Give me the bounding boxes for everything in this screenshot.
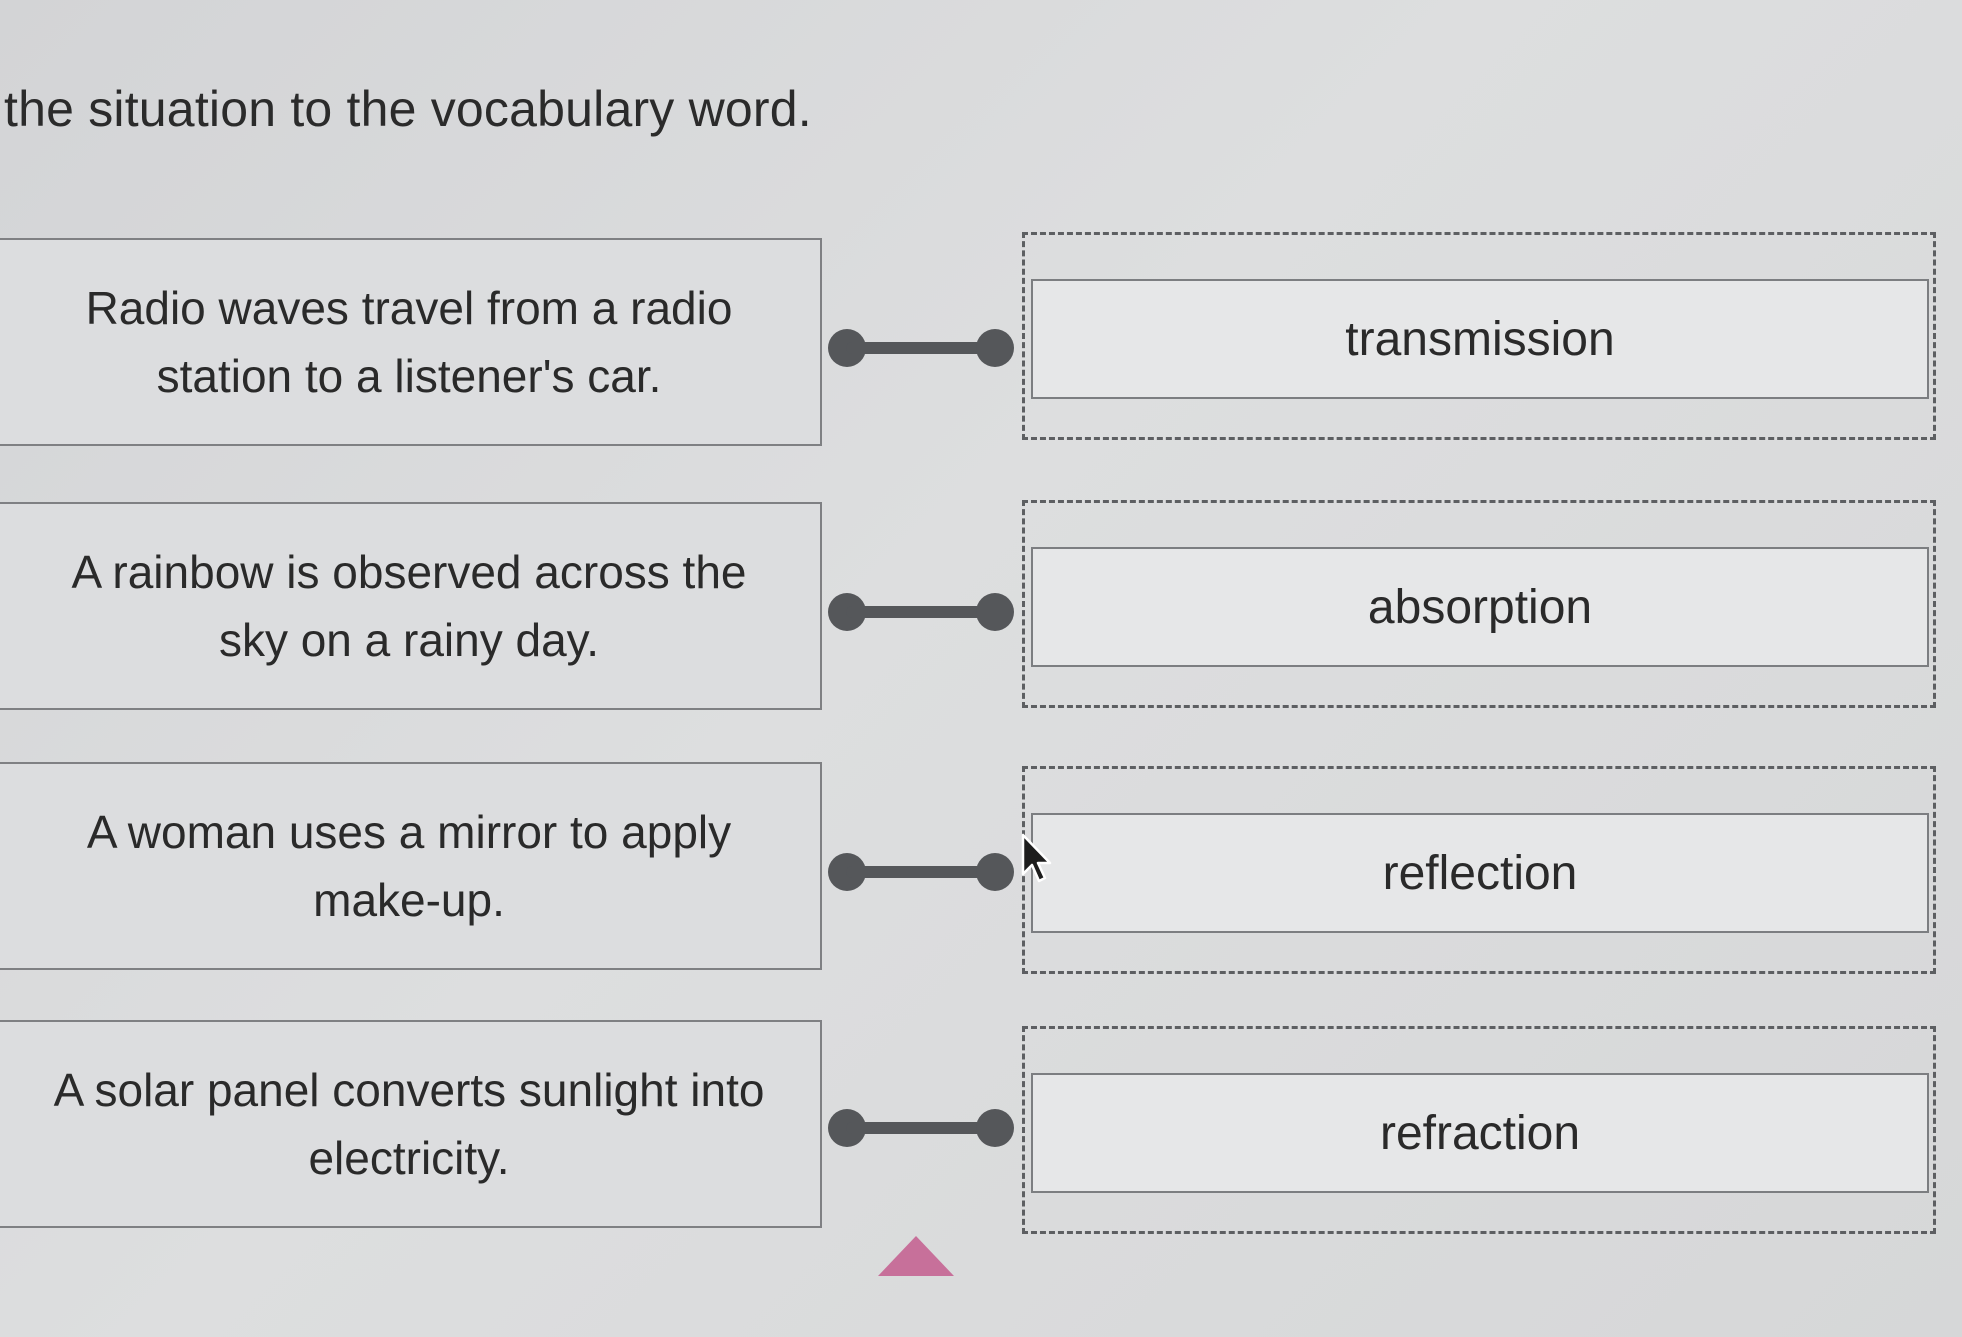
situation-4-line-2: electricity. — [308, 1132, 510, 1184]
instructions-text: the situation to the vocabulary word. — [4, 81, 812, 137]
word-tile-refraction[interactable]: refraction — [1031, 1073, 1929, 1193]
connector-3[interactable] — [828, 852, 1014, 892]
connector-4-right-handle[interactable] — [976, 1109, 1014, 1147]
situation-3-line-1: A woman uses a mirror to apply — [86, 806, 732, 858]
connector-4[interactable] — [828, 1108, 1014, 1148]
mouse-pointer-icon — [1021, 833, 1052, 883]
word-tile-reflection[interactable]: reflection — [1031, 813, 1929, 933]
situation-3-line-2: make-up. — [313, 874, 505, 926]
drop-zone-2[interactable]: absorption — [1022, 500, 1936, 708]
drop-zone-4[interactable]: refraction — [1022, 1026, 1936, 1234]
situation-card-3: A woman uses a mirror to apply make-up. — [0, 762, 822, 970]
connector-4-line — [846, 1122, 996, 1134]
situation-card-2: A rainbow is observed across the sky on … — [0, 502, 822, 710]
situation-2-line-1: A rainbow is observed across the — [71, 546, 747, 598]
word-tile-transmission[interactable]: transmission — [1031, 279, 1929, 399]
situation-2-line-2: sky on a rainy day. — [218, 614, 600, 666]
connector-3-line — [846, 866, 996, 878]
connector-1[interactable] — [828, 328, 1014, 368]
situation-1-line-1: Radio waves travel from a radio — [85, 282, 733, 334]
word-tile-absorption[interactable]: absorption — [1031, 547, 1929, 667]
situation-4-line-1: A solar panel converts sunlight into — [53, 1064, 765, 1116]
situation-card-1: Radio waves travel from a radio station … — [0, 238, 822, 446]
drop-zone-3[interactable]: reflection — [1022, 766, 1936, 974]
connector-2-right-handle[interactable] — [976, 593, 1014, 631]
connector-1-right-handle[interactable] — [976, 329, 1014, 367]
connector-2-line — [846, 606, 996, 618]
drop-zone-1[interactable]: transmission — [1022, 232, 1936, 440]
situation-card-4: A solar panel converts sunlight into ele… — [0, 1020, 822, 1228]
situation-1-line-2: station to a listener's car. — [156, 350, 662, 402]
up-arrow-icon[interactable] — [876, 1234, 956, 1278]
connector-3-right-handle[interactable] — [976, 853, 1014, 891]
connector-1-line — [846, 342, 996, 354]
connector-2[interactable] — [828, 592, 1014, 632]
